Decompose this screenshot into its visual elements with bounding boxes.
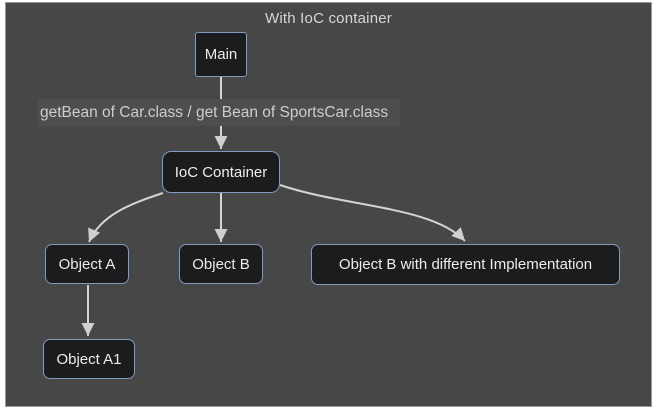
edge-label-getbean: getBean of Car.class / get Bean of Sport… [38,99,400,126]
node-main-label: Main [204,46,238,63]
node-object-b: Object B [179,244,263,284]
node-object-a-label: Object A [58,255,116,273]
node-ioc-container-label: IoC Container [174,163,268,181]
node-ioc-container: IoC Container [162,151,280,193]
node-object-a: Object A [45,244,129,284]
node-object-b-different-implementation: Object B with different Implementation [311,244,620,285]
diagram-title: With IoC container [265,10,392,27]
node-main: Main [195,32,247,77]
node-object-b-label: Object B [192,255,250,273]
node-object-a1-label: Object A1 [56,350,122,368]
node-object-a1: Object A1 [43,339,135,379]
node-object-b-different-implementation-label: Object B with different Implementation [338,256,593,273]
